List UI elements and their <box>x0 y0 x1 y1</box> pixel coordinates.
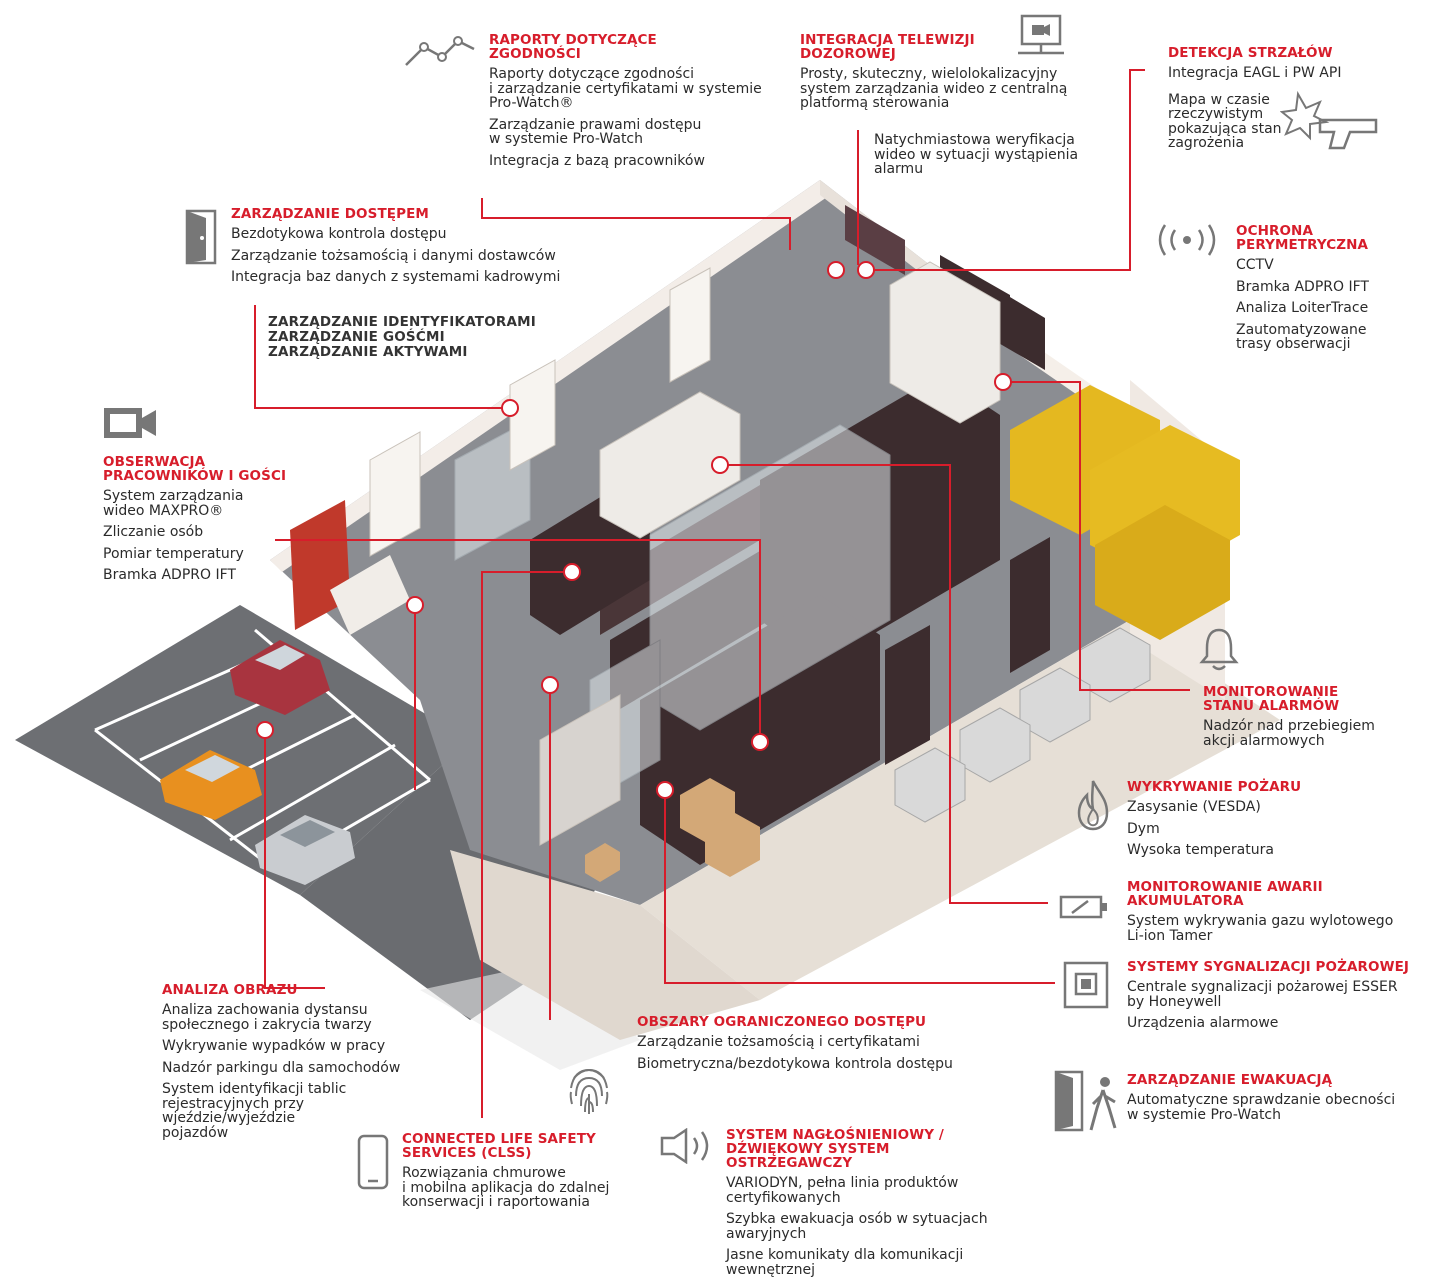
block-item: Zasysanie (VESDA) <box>1127 799 1261 815</box>
fingerprint-icon <box>566 1058 612 1118</box>
block-item: Zarządzanie prawami dostępu w systemie P… <box>489 116 702 147</box>
door-icon <box>184 208 218 266</box>
callout-dots <box>256 261 1012 799</box>
block-item: Analiza LoiterTrace <box>1236 300 1369 316</box>
block-clss: CONNECTED LIFE SAFETY SERVICES (CLSS) Ro… <box>402 1132 662 1217</box>
wireless-signal-icon <box>1155 222 1219 258</box>
block-item: Urządzenia alarmowe <box>1127 1015 1279 1031</box>
block-item: Pomiar temperatury <box>103 545 244 562</box>
flame-icon <box>1073 777 1113 833</box>
speaker-icon <box>658 1128 714 1164</box>
block-item: Natychmiastowa weryfikacja wideo w sytua… <box>874 132 1079 177</box>
block-public-address: SYSTEM NAGŁOŚNIENIOWY / DŹWIĘKOWY SYSTEM… <box>726 1128 1026 1284</box>
block-item: Nadzór parkingu dla samochodów <box>162 1059 401 1076</box>
block-item: Bramka ADPRO IFT <box>103 567 236 583</box>
trend-line-icon <box>402 35 476 71</box>
block-id-management: ZARZĄDZANIE IDENTYFIKATORAMI ZARZĄDZANIE… <box>268 315 588 360</box>
block-title: CONNECTED LIFE SAFETY SERVICES (CLSS) <box>402 1131 596 1161</box>
block-fire-detection: WYKRYWANIE POŻARU Zasysanie (VESDA) Dym … <box>1127 780 1367 865</box>
callout-lines <box>254 69 1190 1118</box>
block-item: Integracja z bazą pracowników <box>489 152 705 169</box>
block-item: Zarządzanie tożsamością i danymi dostawc… <box>231 247 556 264</box>
block-title: ZARZĄDZANIE DOSTĘPEM <box>231 206 429 222</box>
generators <box>1010 385 1240 640</box>
block-item: Jasne komunikaty dla komunikacji wewnętr… <box>726 1247 964 1278</box>
smartphone-icon <box>356 1133 390 1191</box>
block-item: Analiza zachowania dystansu społecznego … <box>162 1002 372 1033</box>
ac-units <box>894 627 1151 823</box>
block-restricted-areas: OBSZARY OGRANICZONEGO DOSTĘPU Zarządzani… <box>637 1015 977 1078</box>
block-compliance-reports: RAPORTY DOTYCZĄCE ZGODNOŚCI Raporty doty… <box>489 33 769 175</box>
car-silver <box>255 815 355 885</box>
block-access-management: ZARZĄDZANIE DOSTĘPEM Bezdotykowa kontrol… <box>231 207 611 292</box>
block-title: MONITOROWANIE AWARII AKUMULATORA <box>1127 879 1323 909</box>
block-alarm-monitoring: MONITOROWANIE STANU ALARMÓW Nadzór nad p… <box>1203 685 1443 755</box>
doors <box>369 267 711 846</box>
bell-icon <box>1199 626 1239 672</box>
block-item: Wysoka temperatura <box>1127 842 1274 858</box>
id-line: ZARZĄDZANIE GOŚĆMI <box>268 329 445 345</box>
block-item: Mapa w czasie rzeczywistym pokazująca st… <box>1168 91 1282 151</box>
block-item: VARIODYN, pełna linia produktów certyfik… <box>726 1175 959 1206</box>
block-title: WYKRYWANIE POŻARU <box>1127 779 1302 795</box>
exit-door-person-icon <box>1053 1068 1123 1134</box>
car-orange <box>160 750 262 820</box>
block-title: OBSZARY OGRANICZONEGO DOSTĘPU <box>637 1014 927 1030</box>
ups-cabinets <box>599 261 1001 539</box>
block-item: Zliczanie osób <box>103 524 204 540</box>
block-item: Rozwiązania chmurowe i mobilna aplikacja… <box>402 1165 610 1210</box>
block-cctv-integration: INTEGRACJA TELEWIZJI DOZOROWEJ Prosty, s… <box>800 33 1100 118</box>
id-line: ZARZĄDZANIE IDENTYFIKATORAMI <box>268 314 536 330</box>
block-item: CCTV <box>1236 257 1274 273</box>
block-item: System identyfikacji tablic rejestracyjn… <box>162 1081 347 1141</box>
block-title: OCHRONA PERYMETRYCZNA <box>1236 223 1369 253</box>
video-camera-icon <box>102 404 158 444</box>
block-title: ANALIZA OBRAZU <box>162 982 298 998</box>
monitor-camera-icon <box>1018 13 1064 57</box>
block-item: System zarządzania wideo MAXPRO® <box>103 488 244 519</box>
battery-icon <box>1058 893 1110 921</box>
block-item: Dym <box>1127 820 1160 837</box>
block-item: Zarządzanie tożsamością i certyfikatami <box>637 1034 920 1050</box>
block-item: Szybka ewakuacja osób w sytuacjach awary… <box>726 1211 988 1242</box>
block-item: Nadzór nad przebiegiem akcji alarmowych <box>1203 718 1375 749</box>
block-item: Prosty, skuteczny, wielolokalizacyjny sy… <box>800 66 1068 111</box>
block-staff-visitor-monitoring: OBSERWACJA PRACOWNIKÓW I GOŚCI System za… <box>103 455 323 590</box>
block-item: Zautomatyzowane trasy obserwacji <box>1236 321 1367 352</box>
gun-burst-icon <box>1280 86 1380 158</box>
block-perimeter-protection: OCHRONA PERYMETRYCZNA CCTV Bramka ADPRO … <box>1236 224 1436 359</box>
block-title: SYSTEM NAGŁOŚNIENIOWY / DŹWIĘKOWY SYSTEM… <box>726 1127 944 1171</box>
block-battery-monitoring: MONITOROWANIE AWARII AKUMULATORA System … <box>1127 880 1447 950</box>
block-item: System wykrywania gazu wylotowego Li-ion… <box>1127 913 1394 944</box>
block-item: Biometryczna/bezdotykowa kontrola dostęp… <box>637 1055 953 1072</box>
block-title: MONITOROWANIE STANU ALARMÓW <box>1203 684 1340 714</box>
id-line: ZARZĄDZANIE AKTYWAMI <box>268 344 468 360</box>
block-item: Integracja EAGL i PW API <box>1168 65 1342 81</box>
block-title: SYSTEMY SYGNALIZACJI POŻAROWEJ <box>1127 959 1410 975</box>
block-fire-alarm-systems: SYSTEMY SYGNALIZACJI POŻAROWEJ Centrale … <box>1127 960 1452 1038</box>
sofa <box>330 555 410 635</box>
block-title: ZARZĄDZANIE EWAKUACJĄ <box>1127 1072 1333 1088</box>
boxes <box>585 778 760 882</box>
block-item: Raporty dotyczące zgodności i zarządzani… <box>489 66 762 111</box>
block-item: Automatyczne sprawdzanie obecności w sys… <box>1127 1092 1396 1123</box>
block-image-analytics: ANALIZA OBRAZU Analiza zachowania dystan… <box>162 983 442 1147</box>
block-cctv-verification: Natychmiastowa weryfikacja wideo w sytua… <box>874 133 1114 184</box>
block-item: Wykrywanie wypadków w pracy <box>162 1038 386 1054</box>
block-item: Bezdotykowa kontrola dostępu <box>231 226 447 242</box>
block-title: OBSERWACJA PRACOWNIKÓW I GOŚCI <box>103 454 287 484</box>
car-red <box>230 640 330 715</box>
block-gunshot-detection: DETEKCJA STRZAŁÓW Integracja EAGL i PW A… <box>1168 46 1408 158</box>
block-item: Integracja baz danych z systemami kadrow… <box>231 269 561 285</box>
block-item: Centrale sygnalizacji pożarowej ESSER by… <box>1127 979 1398 1010</box>
block-evacuation-management: ZARZĄDZANIE EWAKUACJĄ Automatyczne spraw… <box>1127 1073 1447 1129</box>
block-title: INTEGRACJA TELEWIZJI DOZOROWEJ <box>800 32 975 62</box>
block-title: DETEKCJA STRZAŁÓW <box>1168 45 1333 61</box>
block-item: Bramka ADPRO IFT <box>1236 278 1369 295</box>
block-title: RAPORTY DOTYCZĄCE ZGODNOŚCI <box>489 32 657 62</box>
fire-panel-icon <box>1062 960 1110 1010</box>
